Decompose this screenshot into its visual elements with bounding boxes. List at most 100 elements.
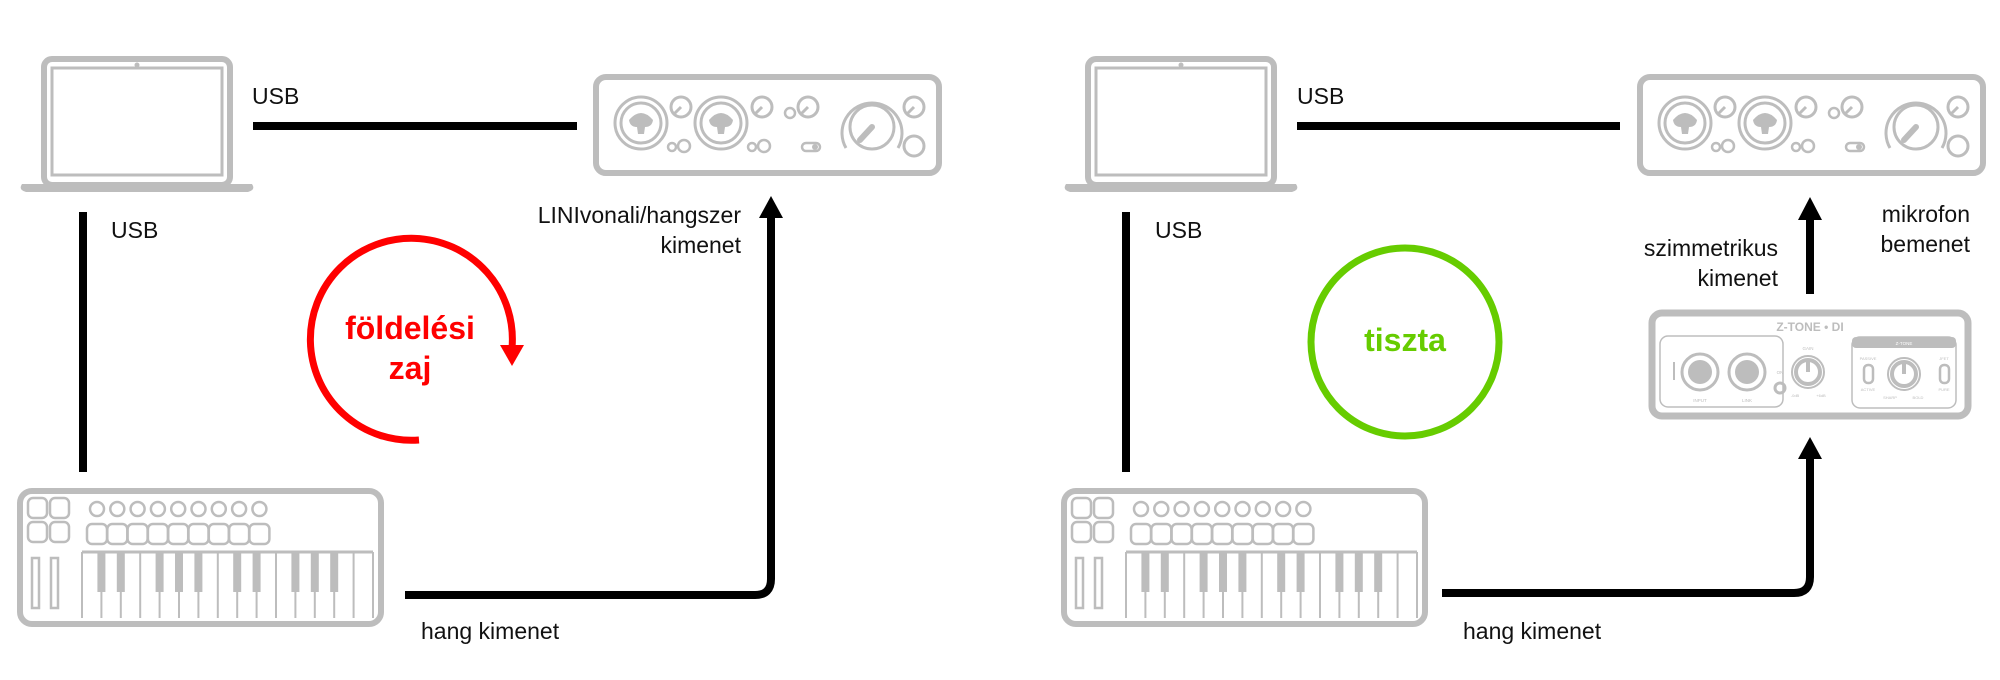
black-key: [116, 552, 125, 592]
button-icon: [248, 522, 271, 546]
black-key: [1219, 552, 1227, 592]
usb-label-side: USB: [111, 217, 159, 243]
black-key: [1199, 552, 1208, 592]
di-bold-label: BOLD: [1913, 395, 1924, 400]
button-icon: [1190, 522, 1214, 546]
knob-icon: [210, 500, 228, 518]
pad-icon: [1070, 520, 1093, 544]
black-key: [155, 552, 164, 592]
button-icon: [1292, 522, 1315, 546]
black-key: [194, 552, 203, 592]
midi-keyboard-icon-right: [1064, 491, 1425, 624]
laptop-icon: [21, 59, 254, 192]
arrow-head-up-right-upper: [1798, 197, 1822, 220]
usb-label-top-right: USB: [1297, 83, 1345, 109]
di-link-label: LINK: [1742, 398, 1752, 403]
black-key: [1160, 552, 1169, 592]
audio-cable: [405, 215, 775, 599]
pad-icon: [48, 496, 71, 520]
button-icon: [187, 522, 210, 546]
button-icon: [227, 522, 251, 546]
balanced-out-label: szimmetrikus kimenet: [1644, 233, 1778, 293]
knob-icon: [149, 500, 167, 518]
di-gain-max-label: +6dB: [1816, 393, 1826, 398]
knob-icon: [129, 500, 146, 518]
black-key: [330, 552, 339, 592]
di-ztone-header: Z-TONE: [1896, 341, 1913, 346]
audio-out-label: hang kimenet: [421, 618, 560, 644]
di-gain-min-label: -0dB: [1791, 393, 1800, 398]
line-out-label-line1: LINIvonali/hangszer: [537, 202, 741, 228]
mic-in-label: mikrofon bemenet: [1880, 199, 1970, 259]
di-box-icon: Z-TONE • DI INPUT LINK ON GAIN -0dB +6dB…: [1648, 309, 1972, 420]
black-key: [1354, 552, 1363, 592]
button-icon: [85, 522, 109, 546]
knob-icon: [1234, 500, 1251, 518]
balanced-out-label-line2: kimenet: [1697, 265, 1778, 291]
black-key: [1335, 552, 1344, 592]
ground-noise-loop-arrow: [306, 234, 516, 444]
clean-signal-circle: [1307, 244, 1503, 440]
di-gain-label: GAIN: [1802, 346, 1813, 351]
black-key: [1296, 552, 1305, 592]
pad-icon: [48, 520, 71, 544]
black-key: [1374, 552, 1383, 592]
knob-icon: [230, 500, 248, 518]
black-key: [310, 552, 319, 592]
knob-icon: [1132, 500, 1150, 518]
line-out-label: LINIvonali/hangszer kimenet: [538, 200, 741, 260]
balanced-out-label-line1: szimmetrikus: [1643, 235, 1778, 261]
black-key: [97, 552, 106, 592]
di-input-label: INPUT: [1693, 398, 1707, 403]
black-key: [291, 552, 300, 592]
laptop-icon-right: [1065, 59, 1298, 192]
fader-icon: [1093, 556, 1104, 610]
knob-icon: [88, 500, 106, 518]
di-pure-label: PURE: [1938, 387, 1949, 392]
arrow-head-up: [759, 196, 783, 218]
pad-icon: [1092, 496, 1115, 520]
audio-interface-icon-right: [1640, 77, 1983, 173]
button-icon: [106, 522, 129, 546]
audio-cable-right: [1442, 458, 1814, 597]
arrow-head-up-right-lower: [1798, 437, 1822, 459]
line-out-label-line2: kimenet: [660, 232, 741, 258]
knob-icon: [1213, 500, 1231, 518]
pad-icon: [26, 520, 49, 544]
di-sharp-label: SHARP: [1883, 395, 1897, 400]
fader-icon: [1074, 556, 1085, 610]
ground-noise-label-line2: zaj: [388, 350, 432, 386]
button-icon: [1210, 522, 1234, 546]
ground-noise-arrow-head-icon: [500, 345, 524, 366]
black-key: [233, 552, 242, 592]
di-on-label: ON: [1777, 370, 1784, 375]
clean-label: tiszta: [1364, 322, 1446, 358]
button-icon: [1251, 522, 1275, 546]
black-key: [175, 552, 183, 592]
knob-icon: [190, 500, 207, 518]
knob-icon: [109, 500, 126, 518]
ground-noise-label-line1: földelési: [345, 310, 475, 346]
pad-icon: [1070, 496, 1093, 520]
usb-label-top: USB: [252, 83, 300, 109]
fader-icon: [49, 556, 60, 610]
button-icon: [1129, 522, 1153, 546]
di-passive-label: PASSIVE: [1860, 356, 1877, 361]
button-icon: [1150, 522, 1173, 546]
button-icon: [126, 522, 149, 546]
knob-icon: [1173, 500, 1190, 518]
black-key: [252, 552, 261, 592]
fader-icon: [30, 556, 41, 610]
mic-in-label-line2: bemenet: [1880, 231, 1970, 257]
button-icon: [1170, 522, 1193, 546]
button-icon: [166, 522, 190, 546]
button-icon: [1271, 522, 1295, 546]
audio-out-label-right: hang kimenet: [1463, 618, 1602, 644]
knob-icon: [1193, 500, 1211, 518]
black-key: [1277, 552, 1286, 592]
knob-icon: [1254, 500, 1272, 518]
button-icon: [1231, 522, 1254, 546]
knob-icon: [1274, 500, 1292, 518]
button-icon: [146, 522, 170, 546]
